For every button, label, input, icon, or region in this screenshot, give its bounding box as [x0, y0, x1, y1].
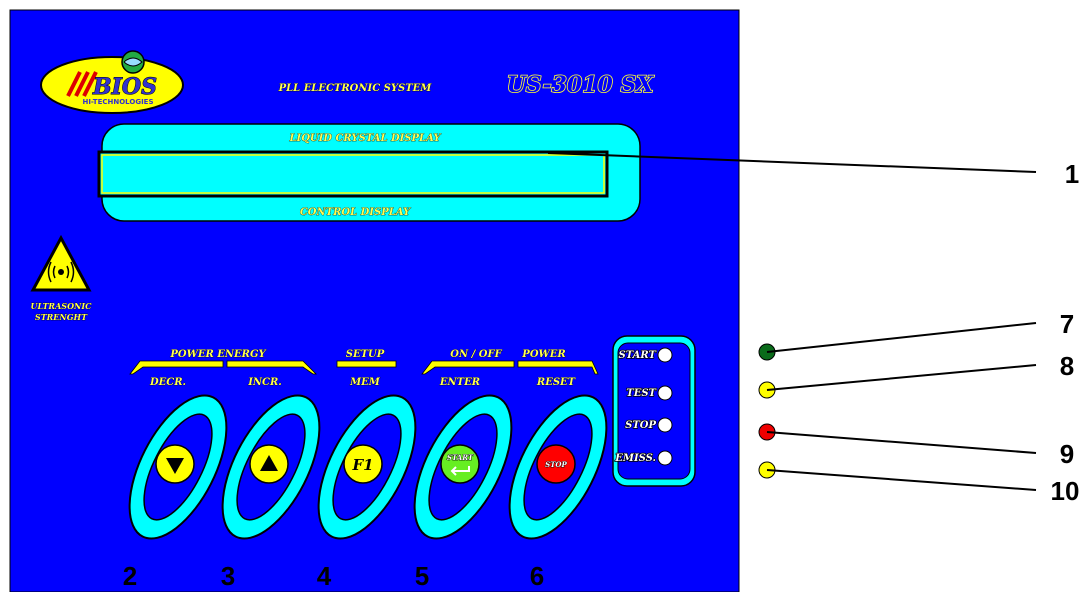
- callout-4: 4: [317, 561, 332, 591]
- led-test: TEST: [626, 385, 673, 401]
- callout-9: 9: [1060, 439, 1074, 469]
- mem-f1-button[interactable]: MEM F1: [299, 377, 436, 553]
- reset-label: RESET: [536, 377, 577, 388]
- led-emiss-label: EMISS.: [614, 453, 656, 464]
- down-arrow-icon: [166, 458, 184, 474]
- on-off-label: ON / OFF: [450, 349, 502, 360]
- led-start: START: [618, 347, 673, 363]
- callout-1: 1: [1065, 159, 1079, 189]
- callout-8: 8: [1060, 351, 1074, 381]
- led-test-label: TEST: [626, 388, 657, 399]
- decr-label: DECR.: [149, 377, 186, 388]
- callout-5: 5: [415, 561, 429, 591]
- led-stop-label: STOP: [625, 420, 656, 431]
- enter-arrow-icon: [450, 466, 470, 476]
- leader-lines: [547, 152, 1037, 491]
- bios-logo: BIOS HI-TECHNOLOGIES: [40, 50, 184, 114]
- lcd-top-label: LIQUID CRYSTAL DISPLAY: [289, 133, 442, 144]
- mem-label: MEM: [349, 377, 381, 388]
- led-emiss: EMISS.: [614, 450, 673, 466]
- warning-line1: ULTRASONIC: [31, 301, 93, 311]
- led-start-label: START: [619, 350, 658, 361]
- decr-button[interactable]: DECR.: [110, 377, 247, 553]
- ultrasonic-warning-icon: [30, 234, 92, 292]
- up-arrow-icon: [260, 455, 278, 471]
- logo-subtitle: HI-TECHNOLOGIES: [82, 98, 153, 106]
- label-brackets: [129, 360, 599, 375]
- stop-glyph: STOP: [545, 460, 567, 469]
- callout-10: 10: [1051, 476, 1080, 506]
- model-title: US-3010 SX: [507, 72, 655, 98]
- callout-3: 3: [221, 561, 235, 591]
- led-panel-inner: [617, 342, 691, 480]
- power-label: POWER: [521, 349, 565, 360]
- f1-glyph: F1: [351, 456, 373, 474]
- setup-label: SETUP: [346, 349, 385, 360]
- enter-start-button[interactable]: ENTER START: [395, 377, 532, 553]
- enter-label: ENTER: [439, 377, 480, 388]
- logo-brand: BIOS: [92, 74, 157, 100]
- warning-line2: STRENGHT: [35, 312, 88, 322]
- incr-button[interactable]: INCR.: [203, 377, 340, 553]
- lcd-bezel: [97, 123, 641, 222]
- system-title: PLL ELECTRONIC SYSTEM: [278, 83, 433, 94]
- callout-6: 6: [530, 561, 544, 591]
- callout-7: 7: [1060, 309, 1074, 339]
- lcd-bottom-label: CONTROL DISPLAY: [300, 207, 411, 218]
- start-glyph: START: [447, 453, 474, 462]
- callout-2: 2: [123, 561, 137, 591]
- incr-label: INCR.: [247, 377, 282, 388]
- led-stop: STOP: [624, 417, 673, 433]
- power-energy-label: POWER ENERGY: [169, 349, 266, 360]
- reset-stop-button[interactable]: RESET STOP: [490, 377, 627, 553]
